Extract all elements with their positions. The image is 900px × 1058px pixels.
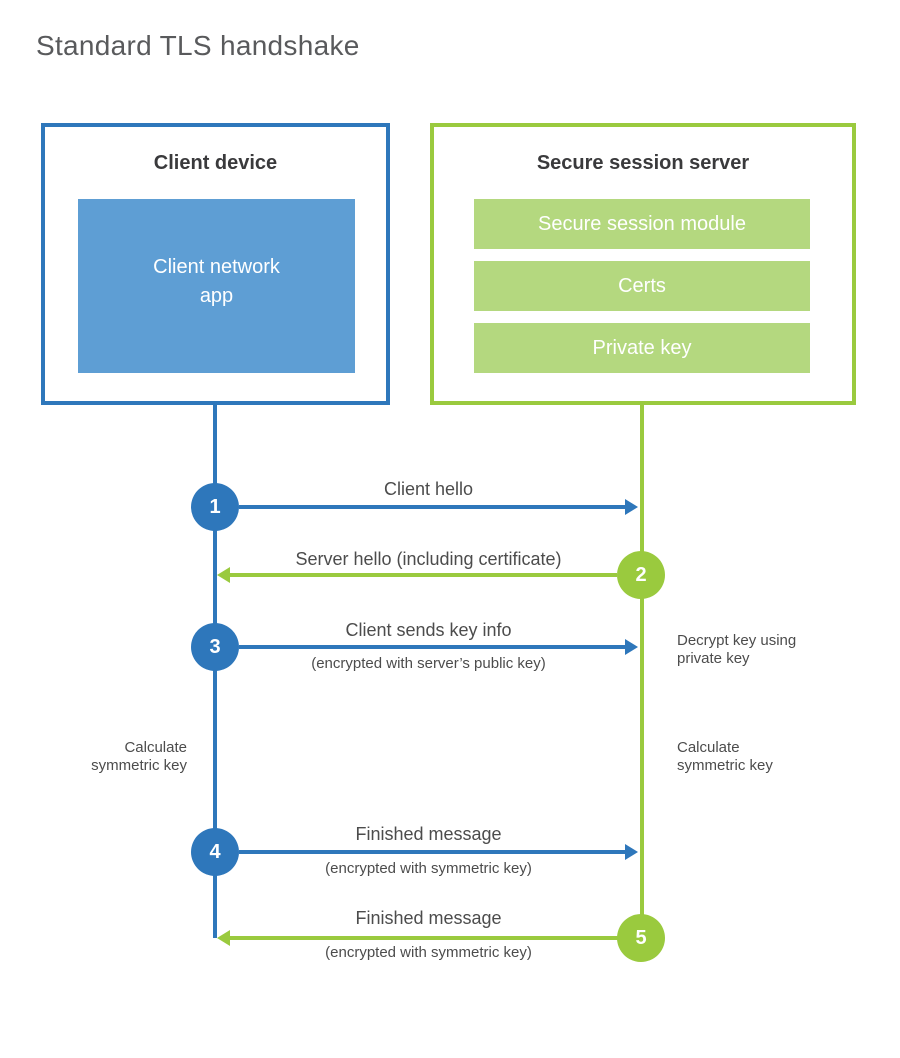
sublabel-client-key-info: (encrypted with server’s public key) — [311, 655, 546, 672]
server-heading: Secure session server — [536, 152, 750, 174]
label-client-key-info: Client sends key info — [345, 620, 512, 640]
step-circle-2: 2 — [617, 551, 665, 599]
note-server-decrypt-key: Decrypt key using private key — [677, 632, 797, 667]
arrow-finished-server — [229, 936, 618, 940]
step-circle-5: 5 — [617, 914, 665, 962]
label-server-hello: Server hello (including certificate) — [295, 549, 562, 569]
client-device-heading: Client device — [153, 152, 278, 174]
label-client-hello: Client hello — [383, 479, 474, 499]
server-lifeline — [640, 403, 644, 938]
arrow-client-hello — [239, 505, 626, 509]
step-circle-4: 4 — [191, 828, 239, 876]
sublabel-finished-client: (encrypted with symmetric key) — [325, 860, 532, 877]
secure-session-server-box: Secure session server Secure session mod… — [430, 123, 856, 405]
client-device-box: Client device Client network app — [41, 123, 390, 405]
server-module-secure-session: Secure session module — [474, 199, 810, 249]
arrow-finished-client — [239, 850, 626, 854]
note-server-calculate-symmetric-key: Calculate symmetric key — [677, 739, 773, 774]
sublabel-finished-server: (encrypted with symmetric key) — [325, 944, 532, 961]
arrow-server-hello — [229, 573, 617, 577]
server-module-certs: Certs — [474, 261, 810, 311]
arrow-client-key-info — [239, 645, 626, 649]
page-title: Standard TLS handshake — [36, 30, 360, 61]
client-network-app-rect: Client network app — [78, 199, 355, 373]
note-client-calculate-symmetric-key: Calculate symmetric key — [91, 739, 187, 774]
label-finished-server: Finished message — [355, 908, 502, 928]
step-circle-1: 1 — [191, 483, 239, 531]
label-finished-client: Finished message — [355, 824, 502, 844]
server-module-private-key: Private key — [474, 323, 810, 373]
step-circle-3: 3 — [191, 623, 239, 671]
